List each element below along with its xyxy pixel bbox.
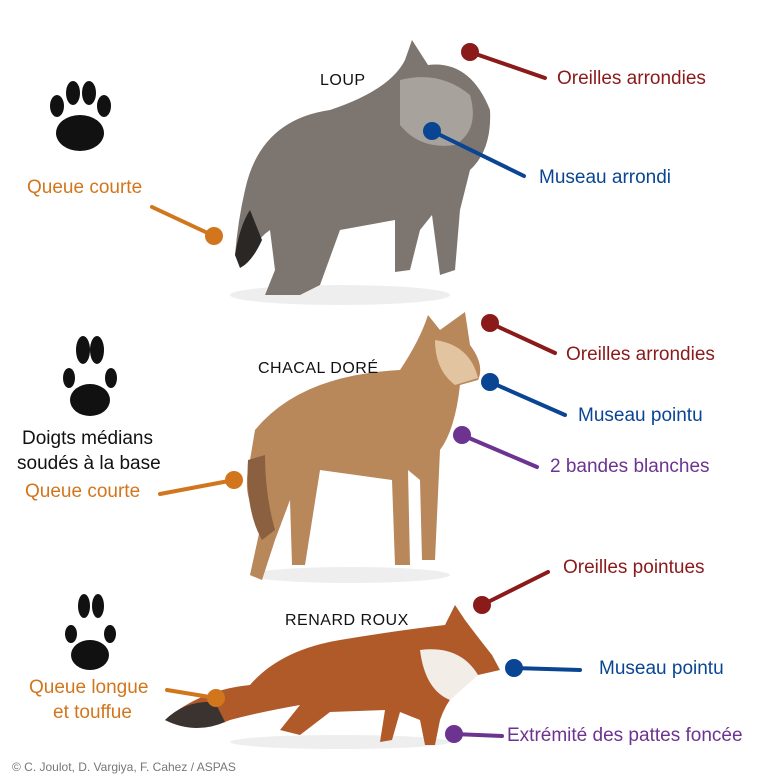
jackal-tail-label: Queue courte: [25, 481, 141, 502]
fox-paws-label: Extrémité des pattes foncée: [507, 725, 743, 746]
jackal-title: CHACAL DORÉ: [258, 360, 379, 377]
wolf-tail-callout-line: [150, 205, 216, 238]
jackal-bands-callout-line: [460, 433, 539, 469]
jackal-ears-callout-line: [488, 321, 557, 355]
fox-paw-print-icon: [65, 594, 116, 670]
wolf-muzzle-callout-line: [430, 129, 526, 178]
fox-tail-label-line1: Queue longue: [29, 677, 149, 698]
fox-tail-dot: [207, 689, 225, 707]
jackal-paw-print-icon: [63, 336, 117, 416]
wolf-tail-dot: [205, 227, 223, 245]
fox-muzzle-dot: [505, 659, 523, 677]
fox-ears-dot: [473, 596, 491, 614]
fox-muzzle-label: Museau pointu: [599, 658, 724, 679]
red-fox-image: [165, 605, 500, 749]
wolf-ears-callout-line: [468, 50, 547, 80]
fox-muzzle-callout-line: [512, 666, 582, 672]
jackal-ears-label: Oreilles arrondies: [566, 344, 715, 365]
wolf-muzzle-label: Museau arrondi: [539, 167, 672, 188]
fox-title: RENARD ROUX: [285, 612, 409, 629]
wolf-title: LOUP: [320, 72, 366, 89]
jackal-paw-note-line1: Doigts médians: [22, 428, 153, 449]
jackal-muzzle-label: Museau pointu: [578, 405, 703, 426]
photo-credit: © C. Joulot, D. Vargiya, F. Cahez / ASPA…: [12, 760, 236, 774]
fox-ears-callout-line: [480, 570, 550, 607]
jackal-muzzle-dot: [481, 373, 499, 391]
jackal-tail-dot: [225, 471, 243, 489]
wolf-ears-dot: [461, 43, 479, 61]
jackal-bands-label: 2 bandes blanches: [550, 456, 710, 477]
fox-paws-dot: [445, 725, 463, 743]
golden-jackal-image: [246, 312, 481, 583]
wolf-paw-print-icon: [50, 81, 111, 151]
jackal-tail-callout-line: [158, 478, 236, 496]
jackal-bands-dot: [453, 426, 471, 444]
wolf-muzzle-dot: [423, 122, 441, 140]
fox-ears-label: Oreilles pointues: [563, 557, 705, 578]
wolf-ears-label: Oreilles arrondies: [557, 68, 706, 89]
wolf-image: [230, 40, 491, 305]
jackal-paw-note-line2: soudés à la base: [17, 453, 161, 474]
jackal-muzzle-callout-line: [488, 380, 567, 417]
wolf-tail-label: Queue courte: [27, 177, 143, 198]
fox-tail-label-line2: et touffue: [53, 702, 132, 723]
jackal-ears-dot: [481, 314, 499, 332]
